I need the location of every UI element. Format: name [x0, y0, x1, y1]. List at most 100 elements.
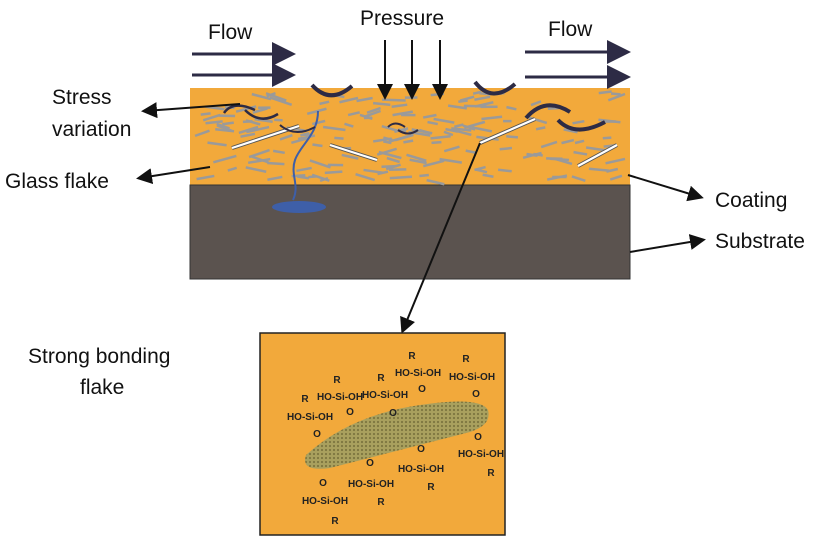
glass-flake-mark	[465, 149, 477, 155]
pressure-arrows	[377, 40, 448, 100]
glass-flake-mark	[458, 99, 468, 103]
glass-flake-mark	[481, 115, 503, 121]
glass-flake-mark	[296, 166, 312, 173]
flow-arrows	[192, 40, 631, 89]
r-group: R	[301, 394, 309, 405]
glass-flake-mark	[427, 120, 439, 126]
glass-flake-mark	[443, 130, 454, 137]
glass-flake-mark	[431, 140, 442, 145]
glass-flake-mark	[573, 150, 588, 156]
glass-flake-mark	[356, 96, 373, 103]
glass-flake-mark	[267, 161, 285, 166]
glass-flake-mark	[430, 92, 444, 97]
flow-left-label: Flow	[208, 21, 253, 44]
glass-flake-mark	[609, 174, 623, 181]
glass-flake-mark	[394, 133, 414, 142]
glass-flake-mark	[344, 122, 354, 128]
glass-flake-mark	[324, 170, 343, 175]
silanol-group: HO-Si-OH	[458, 449, 504, 460]
oxygen-bond: O	[417, 444, 425, 455]
pressure-label: Pressure	[360, 7, 444, 30]
glass-flake-mark	[430, 135, 451, 140]
glass-flake-mark	[411, 128, 433, 135]
glass-flake-mark	[341, 153, 359, 160]
silanol-group: HO-Si-OH	[395, 368, 441, 379]
glass-flake-mark	[319, 100, 330, 106]
glass-flake-mark	[602, 136, 612, 140]
glass-flake-mark	[347, 111, 360, 117]
glass-flake-mark	[334, 136, 344, 140]
glass-flake-mark	[385, 163, 402, 171]
leader-lines	[136, 102, 706, 334]
r-group: R	[462, 354, 470, 365]
oxygen-bond: O	[319, 478, 327, 489]
glass-flake-mark	[389, 175, 413, 180]
glass-flake-mark	[251, 92, 272, 101]
glass-flake-mark	[312, 119, 326, 126]
silanol-group: HO-Si-OH	[302, 496, 348, 507]
glass-flake-mark	[309, 159, 331, 169]
glass-flake-mark	[200, 112, 211, 116]
glass-flake-mark	[322, 125, 346, 132]
silanol-group: HO-Si-OH	[317, 392, 363, 403]
glass-flake-mark	[409, 158, 427, 165]
glass-flake-mark	[598, 90, 612, 95]
oxygen-bond: O	[474, 432, 482, 443]
oxygen-bond: O	[366, 458, 374, 469]
glass-flake-mark	[372, 101, 391, 107]
glass-flake-mark	[463, 120, 486, 130]
glass-flake-mark	[456, 129, 472, 137]
glass-flake-mark	[251, 155, 269, 164]
glass-flake-mark	[376, 147, 398, 156]
oxygen-bond: O	[472, 389, 480, 400]
glass-flake-mark	[572, 119, 585, 125]
glass-flake-mark	[540, 140, 558, 149]
glass-flake-mark	[254, 117, 273, 124]
oxygen-bond: O	[313, 429, 321, 440]
glass-flake-mark	[497, 168, 512, 173]
glass-flake-mark	[474, 165, 486, 172]
glass-flake-mark	[245, 166, 267, 173]
glass-flake-mark	[383, 140, 392, 145]
r-group: R	[408, 351, 416, 362]
glass-flake-mark	[372, 137, 392, 143]
glass-flake-mark	[265, 92, 287, 102]
glass-flake-mark	[238, 125, 259, 135]
substrate-label: Substrate	[715, 230, 805, 253]
glass-flake-mark	[377, 170, 389, 176]
r-group: R	[487, 468, 495, 479]
glass-flake-mark	[382, 98, 406, 102]
glass-flake-mark	[196, 174, 215, 181]
glass-flake-mark	[561, 138, 575, 145]
glass-flake-mark	[213, 154, 237, 164]
glass-flake-mark	[245, 119, 261, 126]
glass-flake-particle	[305, 401, 489, 469]
silanol-group: HO-Si-OH	[348, 479, 394, 490]
glass-flake-mark	[563, 128, 578, 134]
glass-flake-mark	[535, 126, 546, 131]
glass-flake-mark	[426, 178, 445, 186]
glass-flake-mark	[391, 103, 408, 109]
glass-flake-mark	[216, 124, 232, 132]
crack-path	[292, 110, 319, 201]
glass-flake-mark	[522, 151, 542, 160]
r-group: R	[377, 497, 385, 508]
glass-flake-mark	[433, 117, 455, 124]
glass-flake-mark	[363, 109, 381, 119]
glass-flake-mark	[267, 175, 283, 181]
oxygen-bond: O	[346, 407, 354, 418]
stress-variation-label-1: Stress	[52, 86, 112, 109]
glass-flake-mark	[419, 173, 429, 178]
glass-flake-mark	[585, 146, 607, 152]
glass-flake-mark	[403, 139, 414, 144]
glass-flake-mark	[247, 157, 271, 165]
glass-flake-mark	[422, 159, 445, 168]
bonding-inset: R HO-Si-OH O R HO-Si-OH O R HO-Si-OH O R HO-Si-OH O…	[259, 332, 506, 536]
glass-flake-mark	[549, 157, 570, 162]
glass-flake-mark	[392, 110, 413, 117]
glass-flake-mark	[394, 127, 409, 134]
glass-flake-mark	[598, 118, 621, 124]
glass-flake-mark	[451, 127, 472, 132]
glass-flake-mark	[588, 167, 609, 172]
silanol-group: HO-Si-OH	[398, 464, 444, 475]
